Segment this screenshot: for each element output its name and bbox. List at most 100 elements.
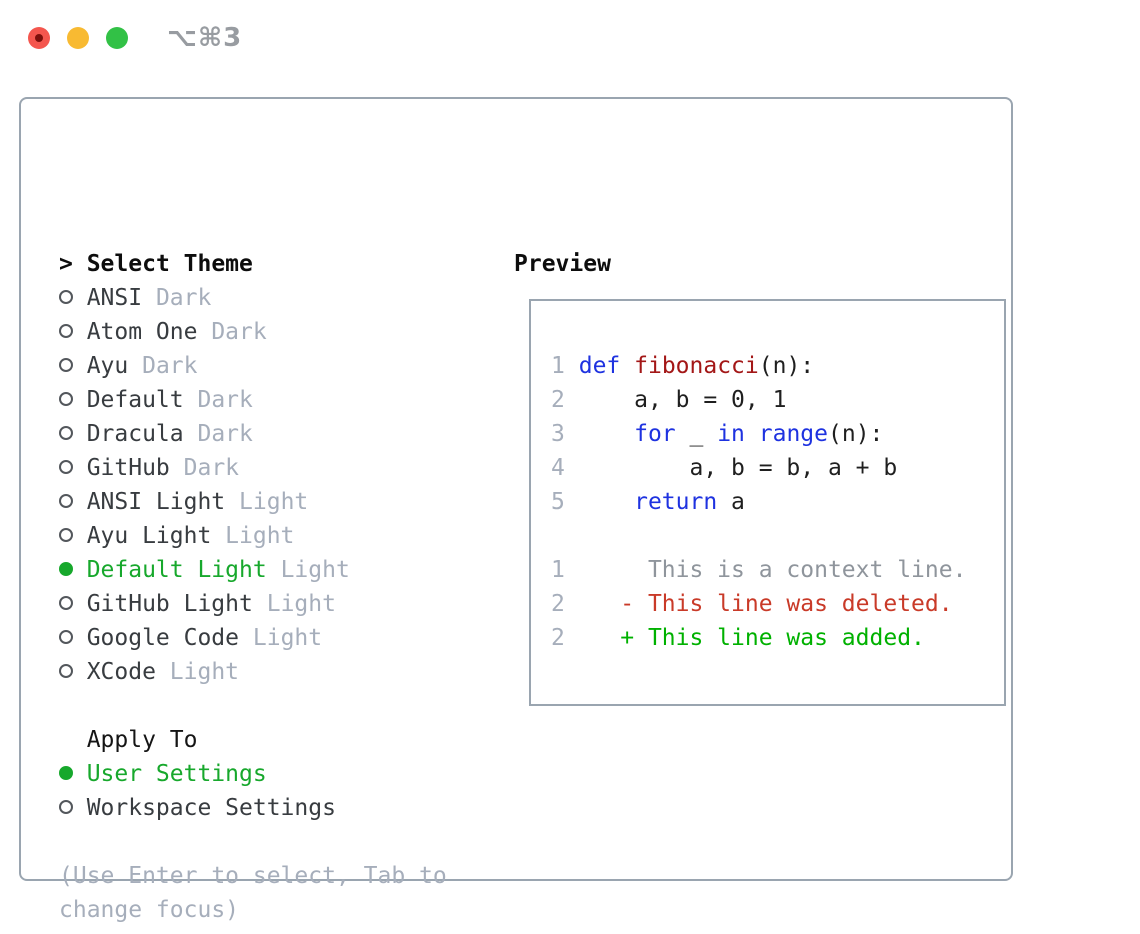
row-variant-label: Light — [239, 489, 309, 515]
radio-icon — [59, 358, 73, 372]
line-number: 4 — [551, 455, 565, 481]
theme-list-item[interactable]: Google Code Light — [59, 621, 447, 655]
row-variant-label: Light — [252, 625, 323, 651]
radio-icon — [59, 460, 73, 474]
radio-selected-icon — [59, 562, 73, 576]
theme-list-item[interactable]: XCode Light — [59, 655, 447, 689]
row-variant-label: Dark — [183, 455, 240, 481]
line-number: 1 — [551, 353, 565, 379]
row-variant-label: Dark — [211, 319, 267, 345]
code-token — [745, 421, 759, 447]
code-token: (n): — [828, 421, 884, 447]
theme-list-item[interactable]: Dracula Dark — [59, 417, 447, 451]
code-line: 2 a, b = 0, 1 — [551, 383, 966, 417]
row-label: Ayu — [86, 353, 129, 379]
radio-icon — [59, 290, 73, 304]
blank-line — [551, 519, 966, 553]
theme-list-item[interactable]: Ayu Light Light — [59, 519, 447, 553]
function-token: fibonacci — [634, 353, 759, 379]
row-label: ANSI Light — [86, 489, 226, 515]
radio-cell — [59, 655, 87, 689]
apply-to-header: Apply To — [59, 723, 447, 757]
radio-icon — [59, 596, 73, 610]
radio-icon — [59, 528, 73, 542]
radio-cell — [59, 519, 87, 553]
radio-cell — [59, 383, 87, 417]
line-number: 2 — [551, 387, 565, 413]
minimize-button[interactable] — [67, 27, 89, 49]
code-token — [565, 353, 579, 379]
radio-cell — [59, 451, 87, 485]
close-button[interactable] — [28, 27, 50, 49]
keyword-token: for — [634, 421, 676, 447]
code-line: 1 def fibonacci(n): — [551, 349, 966, 383]
theme-list-item[interactable]: ANSI Light Light — [59, 485, 447, 519]
row-variant-label: Dark — [142, 353, 198, 379]
keyword-token: range — [758, 421, 829, 447]
code-line: 4 a, b = b, a + b — [551, 451, 966, 485]
theme-list-item[interactable]: Atom One Dark — [59, 315, 447, 349]
line-number: 1 — [551, 557, 565, 583]
radio-icon — [59, 426, 73, 440]
radio-icon — [59, 324, 73, 338]
radio-selected-icon — [59, 766, 73, 780]
line-number: 3 — [551, 421, 565, 447]
diff-text: + This line was added. — [564, 625, 925, 651]
line-number: 5 — [551, 489, 565, 515]
radio-icon — [59, 630, 73, 644]
row-label: GitHub — [86, 455, 170, 481]
radio-icon — [59, 664, 73, 678]
radio-cell — [59, 349, 87, 383]
radio-icon — [59, 494, 73, 508]
radio-cell — [59, 281, 87, 315]
code-token — [620, 353, 634, 379]
theme-list-item[interactable]: Default Dark — [59, 383, 447, 417]
radio-icon — [59, 800, 73, 814]
code-token: a — [717, 489, 745, 515]
row-label: Default — [86, 387, 184, 413]
apply-to-option[interactable]: Workspace Settings — [59, 791, 447, 825]
row-label: (Use Enter to select, Tab to — [59, 863, 447, 889]
row-label: XCode — [86, 659, 156, 685]
theme-list-item[interactable]: Ayu Dark — [59, 349, 447, 383]
radio-cell — [59, 553, 87, 587]
apply-to-option[interactable]: User Settings — [59, 757, 447, 791]
row-spacer — [59, 825, 447, 859]
radio-icon — [59, 392, 73, 406]
row-label: ANSI — [86, 285, 143, 311]
row-label: Select Theme — [86, 251, 253, 277]
line-number: 2 — [551, 625, 565, 651]
row-label: Workspace Settings — [86, 795, 336, 821]
theme-list-item[interactable]: ANSI Dark — [59, 281, 447, 315]
keyword-token: in — [717, 421, 745, 447]
row-label: Google Code — [86, 625, 240, 651]
row-label: User Settings — [86, 761, 267, 787]
row-spacer — [59, 689, 447, 723]
radio-cell — [59, 485, 87, 519]
diff-line-context: 1 This is a context line. — [551, 553, 966, 587]
theme-list-item[interactable]: GitHub Light Light — [59, 587, 447, 621]
row-variant-label: Dark — [155, 285, 212, 311]
row-label: Default Light — [86, 557, 267, 583]
code-token — [565, 489, 634, 515]
radio-cell — [59, 757, 87, 791]
code-token: a, b = b, a + b — [564, 455, 898, 481]
diff-line-deleted: 2 - This line was deleted. — [551, 587, 966, 621]
zoom-button[interactable] — [106, 27, 128, 49]
radio-cell — [59, 791, 87, 825]
keyword-token: return — [634, 489, 718, 515]
row-label: GitHub Light — [86, 591, 253, 617]
code-token — [565, 421, 634, 447]
theme-list-item[interactable]: Default Light Light — [59, 553, 447, 587]
theme-list-item[interactable]: GitHub Dark — [59, 451, 447, 485]
keyword-token: def — [578, 353, 621, 379]
code-line: 5 return a — [551, 485, 966, 519]
row-variant-label: Light — [280, 557, 350, 583]
row-label: Ayu Light — [86, 523, 212, 549]
hint-text: (Use Enter to select, Tab to — [59, 859, 447, 893]
radio-cell — [59, 587, 87, 621]
